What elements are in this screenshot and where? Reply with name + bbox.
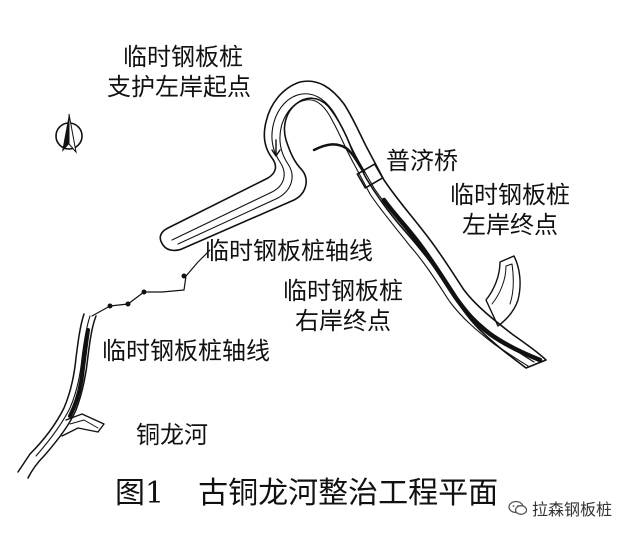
axis-node-1	[181, 273, 187, 279]
axis-node-3	[125, 301, 131, 307]
lower-sheetpile-bold	[68, 328, 90, 418]
watermark: 拉森钢板桩	[508, 496, 612, 520]
axis-node-4	[107, 303, 113, 309]
wechat-icon	[508, 500, 528, 516]
lower-side-inlet-inner	[69, 419, 99, 429]
label-start-left-bank-line2: 支护左岸起点	[107, 73, 251, 101]
label-axis-lower: 临时钢板桩轴线	[102, 337, 270, 365]
label-river: 铜龙河	[136, 421, 208, 449]
label-axis-upper: 临时钢板桩轴线	[205, 237, 373, 265]
figure-number: 图1	[115, 476, 165, 511]
lower-channel-outer-bank	[27, 315, 97, 479]
bridge-symbol	[356, 163, 384, 189]
label-end-right-bank-line2: 右岸终点	[295, 307, 391, 335]
label-start-left-bank-line1: 临时钢板桩	[123, 43, 243, 71]
sheetpile-axis-connector	[91, 249, 211, 317]
left-bank-side-inlet	[485, 255, 521, 327]
lower-channel-outer-bank-2	[17, 313, 85, 473]
label-bridge: 普济桥	[386, 147, 458, 175]
axis-node-2	[141, 289, 147, 295]
left-bank-side-inlet-inner	[491, 263, 514, 305]
bridge-connector-line	[312, 143, 366, 174]
label-end-left-bank-line2: 左岸终点	[462, 211, 558, 239]
watermark-text: 拉森钢板桩	[531, 500, 612, 519]
upper-channel-outer-bank	[159, 80, 547, 369]
label-end-left-bank-line1: 临时钢板桩	[450, 181, 570, 209]
label-end-left-bank: 临时钢板桩 左岸终点	[450, 180, 570, 240]
north-arrow-icon	[55, 113, 83, 154]
upper-channel-arrow	[271, 139, 281, 157]
label-end-right-bank: 临时钢板桩 右岸终点	[283, 276, 403, 336]
label-start-left-bank: 临时钢板桩 支护左岸起点	[107, 42, 251, 102]
figure-title: 古铜龙河整治工程平面	[198, 476, 499, 511]
label-end-right-bank-line1: 临时钢板桩	[283, 277, 403, 305]
lower-side-inlet	[61, 413, 105, 437]
right-bank-sheetpile-bold	[381, 197, 543, 363]
figure-caption: 图1 古铜龙河整治工程平面	[115, 476, 498, 512]
